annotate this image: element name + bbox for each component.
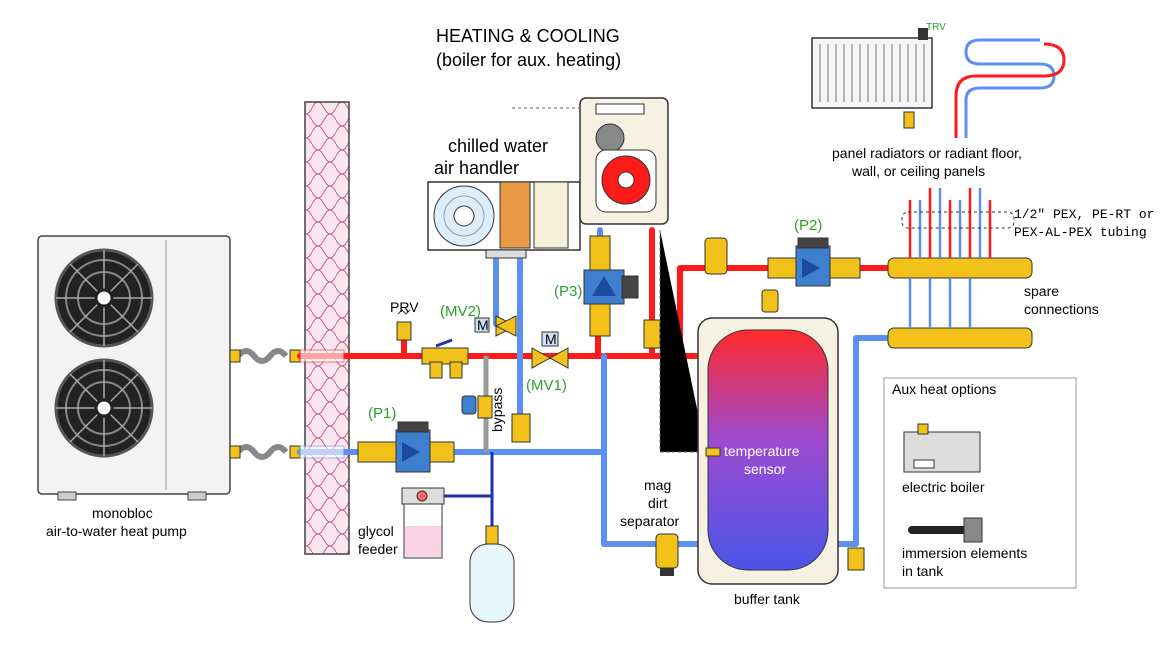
pressure-relief-valve [396, 309, 412, 341]
glycol-label-2: feeder [358, 541, 398, 557]
fan-icon [54, 248, 154, 348]
circulator-pump-p2[interactable] [767, 237, 861, 287]
purge-valve [421, 338, 469, 379]
check-valve [643, 319, 661, 349]
flex-hose-supply [235, 348, 289, 364]
motor-label: M [545, 331, 557, 347]
circulator-pump-p3[interactable] [583, 235, 639, 337]
expansion-tank [469, 525, 515, 623]
aux-heat-title: Aux heat options [892, 381, 996, 397]
immersion-element-icon [908, 517, 983, 543]
boiler [579, 97, 669, 225]
air-handler [427, 181, 581, 259]
title-line-1: HEATING & COOLING [436, 26, 620, 46]
mag-label-3: separator [620, 513, 679, 529]
wall-insulation [304, 101, 350, 555]
p1-label: (P1) [368, 405, 396, 422]
circulator-pump-p1[interactable] [357, 421, 455, 473]
mixing-valve-mv1[interactable]: M [531, 331, 569, 369]
return-manifold [887, 278, 1033, 349]
motor-label: M [477, 317, 489, 333]
radiant-floor-tubing-cold [964, 38, 1056, 138]
mv1-label: (MV1) [526, 377, 567, 394]
mv2-label: (MV2) [440, 303, 481, 320]
supply-manifold [887, 188, 1033, 279]
mag-label-1: mag [644, 477, 671, 493]
panel-radiator [811, 28, 933, 129]
glycol-label-1: glycol [358, 523, 394, 539]
panel-label-1: panel radiators or radiant floor, [832, 145, 1022, 161]
mag-label-2: dirt [648, 495, 668, 511]
glycol-feed-line [440, 452, 494, 528]
tubing-label-2: PEX-AL-PEX tubing [1014, 225, 1147, 240]
temperature-sensor-label-2: sensor [744, 461, 786, 477]
panel-label-2: wall, or ceiling panels [851, 163, 985, 179]
buffer-tank [697, 317, 839, 585]
tubing-label-1: 1/2" PEX, PE-RT or [1014, 207, 1154, 222]
p2-label: (P2) [794, 217, 822, 234]
heat-pump-label-1: monobloc [92, 505, 153, 521]
immersion-label-1: immersion elements [902, 545, 1027, 561]
prv-label: PRV [390, 299, 419, 315]
temperature-sensor-label-1: temperature [724, 443, 800, 459]
trv-label: TRV [926, 22, 946, 33]
air-vent [761, 289, 779, 313]
buffer-tank-label: buffer tank [734, 591, 801, 607]
mixing-valve-mv2[interactable]: M [474, 315, 518, 337]
aux-heat-options-panel [883, 377, 1077, 589]
air-handler-label-1: chilled water [448, 136, 548, 156]
flex-hose-return [235, 444, 289, 460]
bypass-label: bypass [489, 388, 505, 432]
heat-pump-unit [37, 235, 231, 501]
air-handler-label-2: air handler [434, 158, 519, 178]
title-line-2: (boiler for aux. heating) [436, 50, 621, 70]
air-separator [704, 237, 728, 275]
spare-label-2: connections [1024, 301, 1099, 317]
p3-label: (P3) [554, 283, 582, 300]
immersion-label-2: in tank [902, 563, 944, 579]
radiant-floor-tubing-hot [954, 42, 1066, 138]
electric-boiler-label: electric boiler [902, 479, 985, 495]
mag-dirt-separator [655, 533, 679, 576]
fan-icon [54, 358, 154, 458]
glycol-feeder [401, 487, 445, 559]
spare-label-1: spare [1024, 283, 1059, 299]
balancing-valve [511, 413, 531, 443]
heat-pump-label-2: air-to-water heat pump [46, 523, 187, 539]
